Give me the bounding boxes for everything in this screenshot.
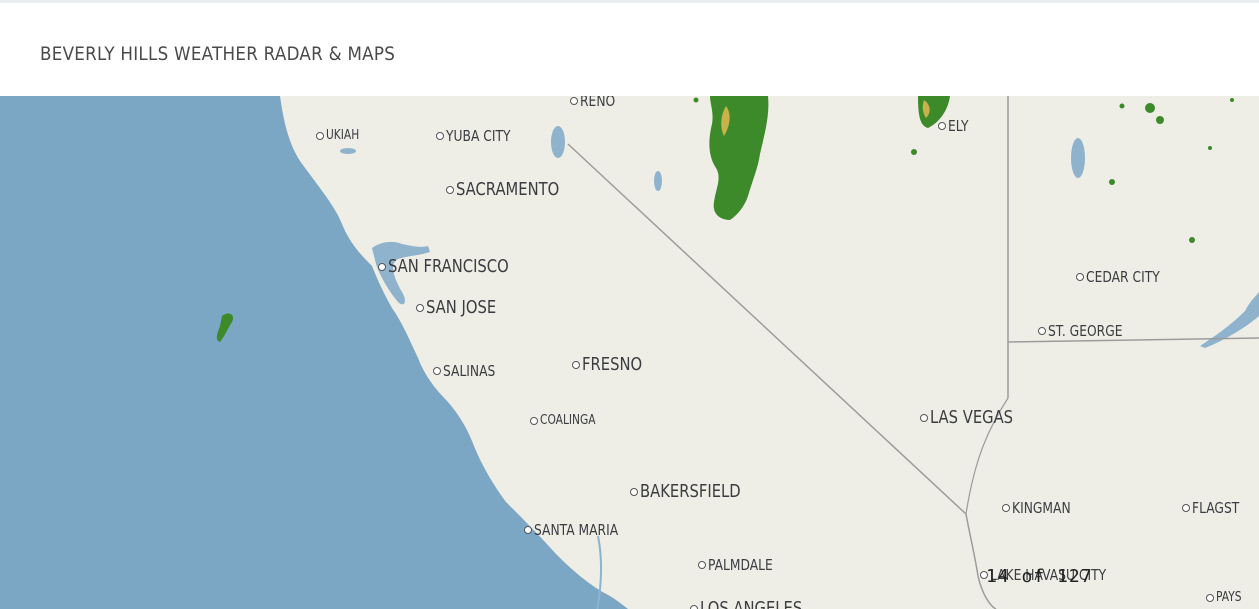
- map-canvas: [0, 96, 1259, 609]
- ca-nv-border: [567, 143, 967, 515]
- city-marker-icon: [630, 487, 638, 496]
- city-label[interactable]: COALINGA: [530, 413, 608, 428]
- city-label[interactable]: LAKE HAVASU CITY: [980, 566, 1132, 584]
- radar-echo-dot-6: [911, 149, 917, 155]
- city-marker-icon: [1038, 327, 1046, 335]
- radar-echo-dot-7: [1208, 146, 1212, 150]
- city-marker-icon: [416, 303, 424, 312]
- city-marker-icon: [690, 604, 698, 609]
- city-marker-icon: [446, 185, 454, 194]
- radar-echo-dot-5: [1189, 237, 1195, 243]
- city-label[interactable]: SACRAMENTO: [446, 179, 582, 200]
- city-marker-icon: [436, 132, 444, 140]
- radar-echo-ocean: [216, 313, 234, 342]
- city-marker-icon: [1076, 273, 1084, 281]
- radar-echo-dot-2: [1156, 116, 1164, 124]
- city-marker-icon: [572, 360, 580, 369]
- city-marker-icon: [938, 122, 946, 130]
- city-label[interactable]: PAYS: [1206, 590, 1247, 605]
- lake-small: [654, 171, 662, 191]
- frame-counter: 14 of 127: [986, 566, 1093, 587]
- az-nv-border: [965, 397, 1009, 515]
- radar-echo-sierra-core: [721, 106, 730, 136]
- radar-echo-dot-1: [1145, 103, 1155, 113]
- radar-echo-ely-core: [922, 100, 930, 118]
- city-label[interactable]: KINGMAN: [1002, 499, 1084, 517]
- city-label[interactable]: UKIAH: [316, 128, 367, 143]
- colorado-river-border: [965, 513, 997, 609]
- lake-tahoe: [551, 126, 565, 158]
- lake-utah: [1071, 138, 1085, 178]
- radar-echo-dot-4: [1109, 179, 1115, 185]
- lake-powell: [1200, 292, 1259, 348]
- page-header: BEVERLY HILLS WEATHER RADAR & MAPS: [0, 0, 1259, 96]
- city-label[interactable]: LOS ANGELES: [690, 598, 825, 609]
- city-label[interactable]: SAN JOSE: [416, 297, 512, 318]
- city-marker-icon: [920, 413, 928, 422]
- salton-river: [596, 535, 603, 609]
- city-marker-icon: [1002, 504, 1010, 512]
- city-label[interactable]: BAKERSFIELD: [630, 481, 763, 502]
- city-label[interactable]: SANTA MARIA: [524, 521, 637, 539]
- city-label[interactable]: FRESNO: [572, 354, 655, 375]
- city-marker-icon: [530, 416, 538, 425]
- city-label[interactable]: FLAGST: [1182, 499, 1250, 517]
- city-label[interactable]: RENO: [570, 96, 623, 110]
- pacific-ocean: [0, 96, 628, 609]
- ut-az-border: [1007, 337, 1259, 343]
- radar-echo-dot-3: [1119, 103, 1125, 109]
- city-marker-icon: [980, 571, 988, 579]
- city-marker-icon: [433, 367, 441, 375]
- san-francisco-bay: [372, 241, 430, 305]
- city-marker-icon: [1182, 504, 1190, 512]
- radar-echo-dot-8: [1230, 98, 1234, 102]
- city-label[interactable]: SAN FRANCISCO: [378, 256, 535, 277]
- city-label[interactable]: CEDAR CITY: [1076, 268, 1176, 286]
- page-title: BEVERLY HILLS WEATHER RADAR & MAPS: [40, 43, 396, 65]
- city-marker-icon: [524, 526, 532, 534]
- city-label[interactable]: ST. GEORGE: [1038, 322, 1139, 340]
- city-label[interactable]: ELY: [938, 117, 973, 135]
- city-marker-icon: [1206, 593, 1214, 602]
- city-marker-icon: [570, 97, 578, 105]
- weather-radar-map[interactable]: RENO UKIAH YUBA CITY ELY SACRAMENTO SAN …: [0, 96, 1259, 609]
- city-label[interactable]: PALMDALE: [698, 556, 787, 574]
- lake-west: [340, 148, 356, 154]
- city-marker-icon: [378, 262, 386, 271]
- city-label[interactable]: YUBA CITY: [436, 127, 525, 145]
- radar-echo-dot-9: [693, 97, 699, 103]
- city-label[interactable]: LAS VEGAS: [920, 407, 1031, 428]
- city-marker-icon: [316, 131, 324, 140]
- city-marker-icon: [698, 561, 706, 569]
- city-label[interactable]: SALINAS: [433, 362, 507, 380]
